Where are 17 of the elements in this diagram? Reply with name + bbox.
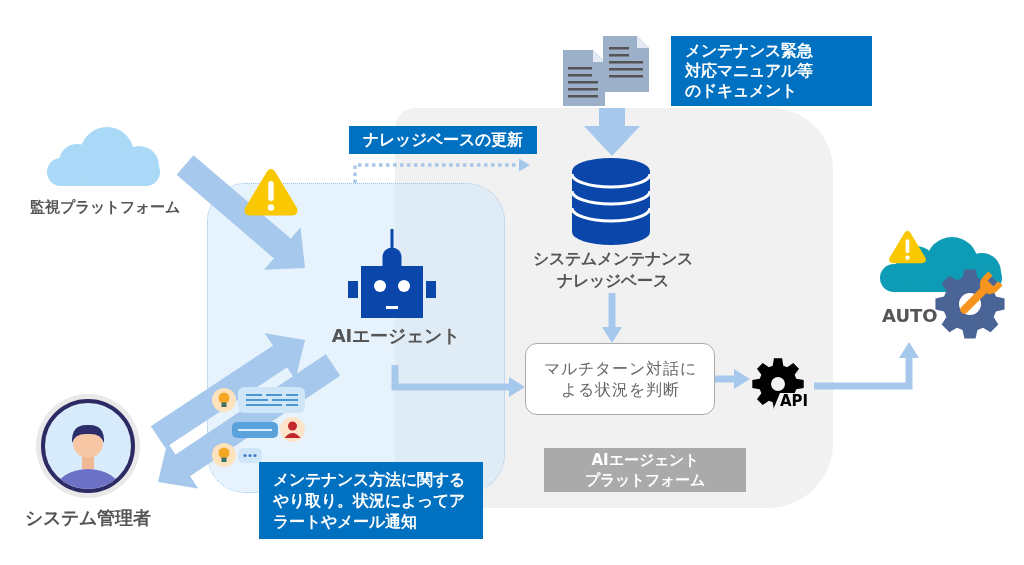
node-label: API: [780, 393, 809, 410]
arrow: [391, 365, 525, 397]
callout-label: メンテナンス方法に関するやり取り。状況によってアラートやメール通知: [259, 462, 483, 539]
edge-label: ナレッジベースの更新: [349, 126, 537, 154]
dotted-arrow: [353, 158, 530, 183]
arrow: [814, 342, 919, 390]
node-label: 監視プラットフォーム: [30, 197, 180, 217]
node-label: マルチターン対話による状況を判断: [542, 358, 698, 400]
node-label: システムメンテナンスナレッジベース: [531, 248, 694, 292]
arrow: [715, 369, 750, 389]
node-label: AIエージェント: [331, 324, 461, 348]
node-label: AUTO: [882, 305, 938, 327]
node-label: システム管理者: [25, 506, 151, 530]
process-box: [525, 343, 715, 415]
block-arrow: [584, 108, 640, 156]
region-label: AIエージェントプラットフォーム: [544, 448, 746, 492]
callout-label: メンテナンス緊急対応マニュアル等のドキュメント: [671, 36, 872, 106]
